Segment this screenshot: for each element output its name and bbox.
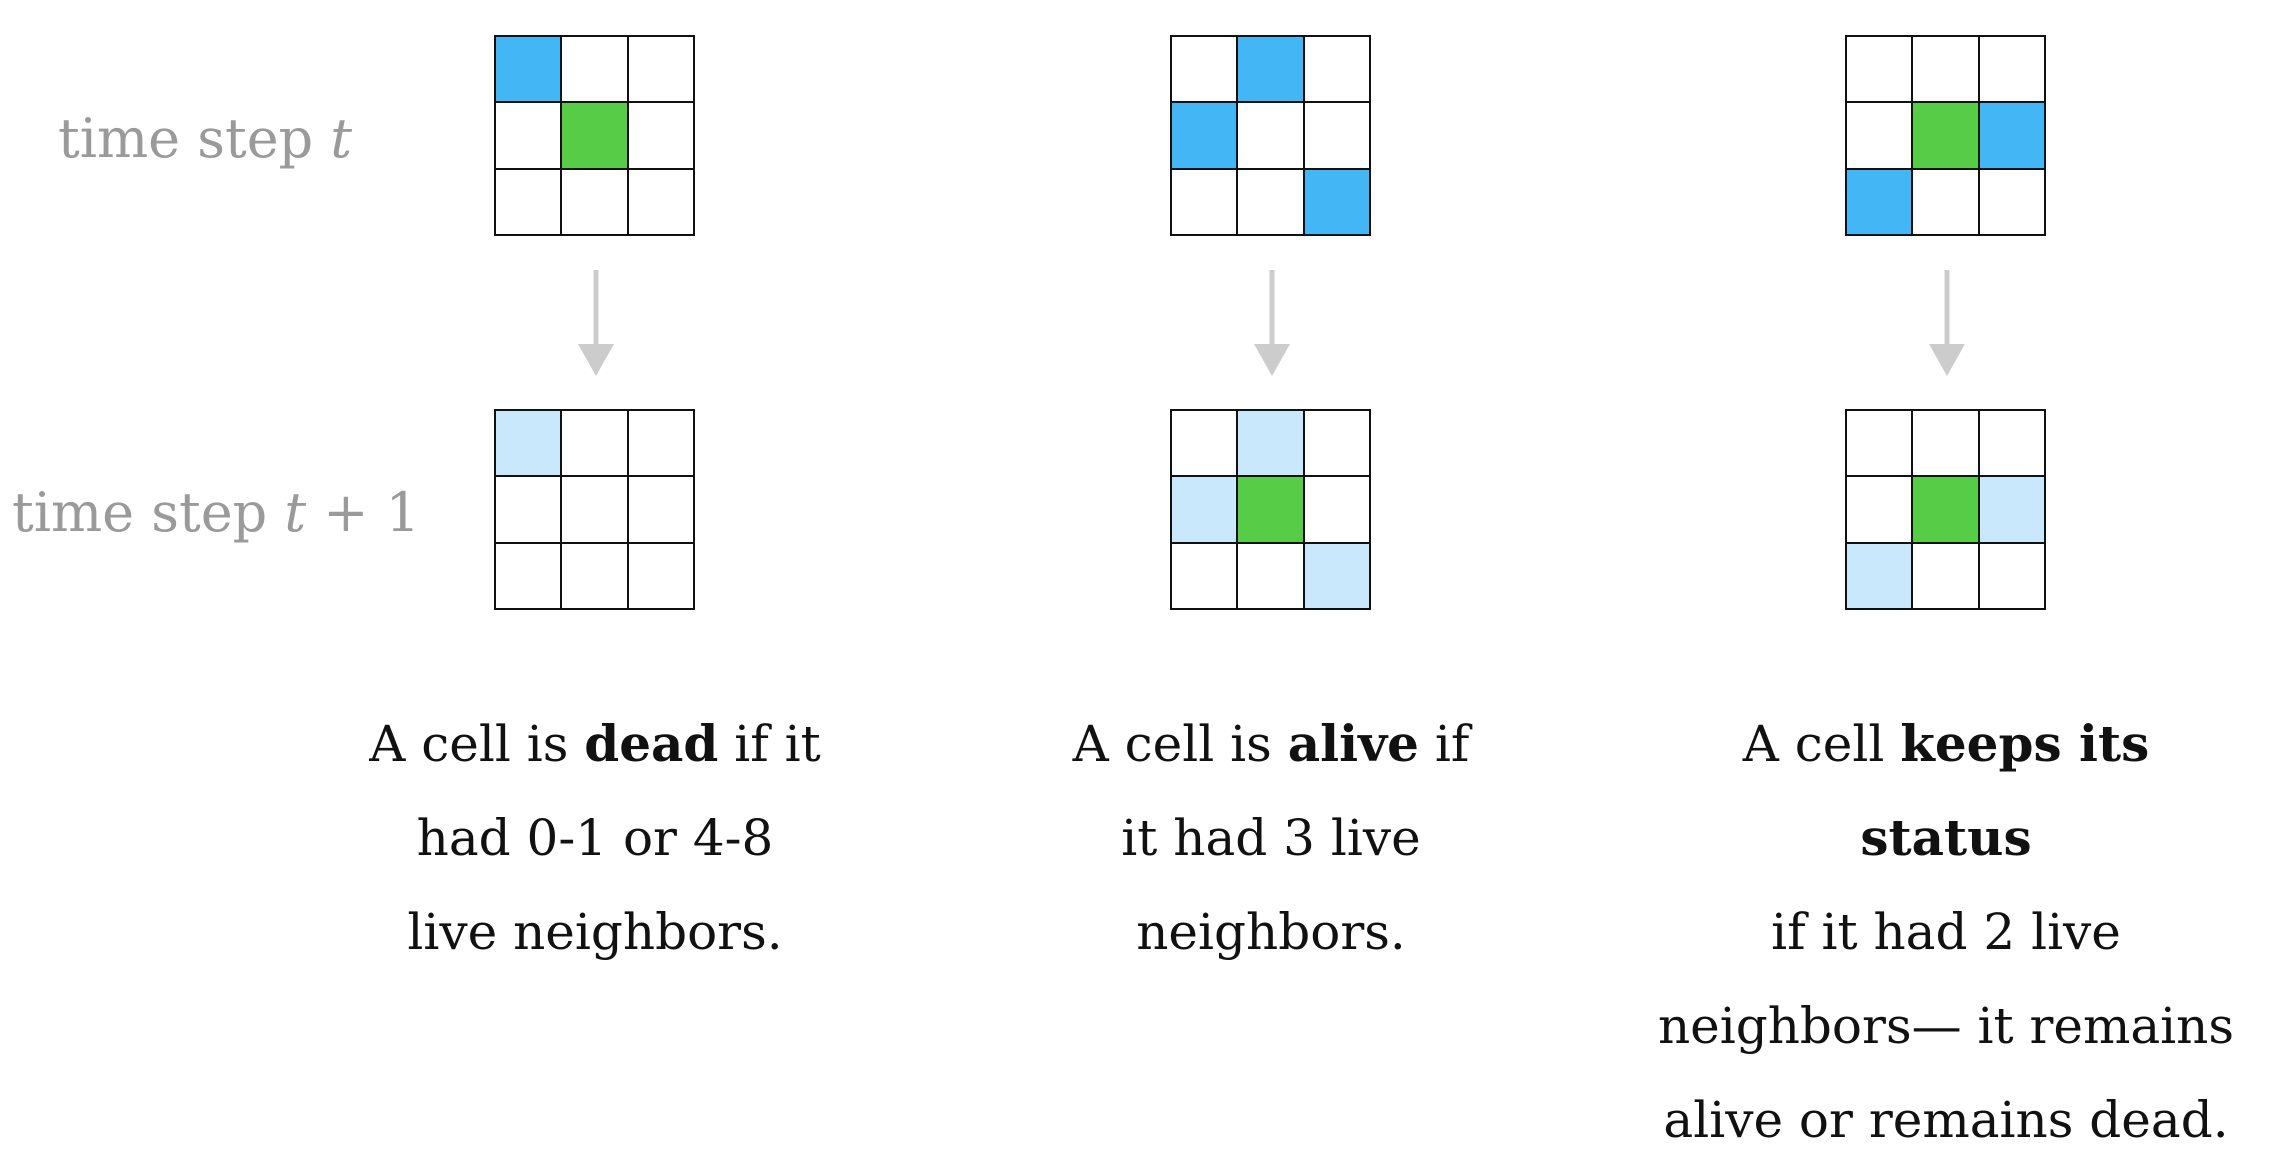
dead-cell	[1172, 169, 1237, 234]
dead-cell	[562, 169, 627, 234]
live-neighbor-cell	[1238, 37, 1303, 102]
dead-cell	[1979, 411, 2044, 476]
row-label-prefix: time step	[12, 481, 285, 544]
dead-cell	[628, 543, 693, 608]
dead-cell	[562, 37, 627, 102]
dead-cell	[1913, 411, 1978, 476]
arrow-down-icon	[1254, 270, 1290, 376]
center-cell	[1913, 477, 1978, 542]
row-label-suffix: + 1	[306, 481, 421, 544]
dead-cell	[1238, 543, 1303, 608]
caption-line: it had 3 live	[1121, 809, 1421, 867]
dead-cell	[1913, 37, 1978, 102]
dead-cell	[1979, 169, 2044, 234]
arrow-down-icon	[1929, 270, 1965, 376]
caption-text: A cell	[1742, 715, 1901, 773]
dead-cell	[1847, 103, 1912, 168]
caption-line: A cell is alive if	[1011, 697, 1531, 791]
center-cell	[1238, 477, 1303, 542]
live-neighbor-cell	[1847, 169, 1912, 234]
row-label-time-step-t-plus-1: time step t + 1	[12, 486, 420, 540]
grid-dead-after	[494, 409, 695, 610]
grid-keeps-before	[1845, 35, 2046, 236]
caption-alive: A cell is alive if it had 3 live neighbo…	[1011, 697, 1531, 979]
row-label-variable: t	[284, 481, 307, 544]
previous-neighbor-cell	[1238, 411, 1303, 476]
dead-cell	[562, 543, 627, 608]
caption-keyword: dead	[584, 714, 719, 773]
dead-cell	[1979, 37, 2044, 102]
dead-cell	[1304, 411, 1369, 476]
grid-alive-before	[1170, 35, 1371, 236]
dead-cell	[628, 37, 693, 102]
previous-neighbor-cell	[1847, 543, 1912, 608]
row-label-variable: t	[330, 107, 353, 170]
caption-line: if it had 2 live	[1771, 903, 2121, 961]
caption-line: live neighbors.	[407, 903, 783, 961]
grid-keeps-after	[1845, 409, 2046, 610]
dead-cell	[1172, 543, 1237, 608]
caption-line: alive or remains dead.	[1663, 1091, 2229, 1149]
dead-cell	[562, 477, 627, 542]
dead-cell	[1304, 477, 1369, 542]
dead-cell	[628, 169, 693, 234]
grid-alive-after	[1170, 409, 1371, 610]
dead-cell	[1238, 103, 1303, 168]
dead-cell	[1172, 411, 1237, 476]
dead-cell	[496, 477, 561, 542]
dead-cell	[1847, 477, 1912, 542]
row-label-prefix: time step	[58, 107, 331, 170]
dead-cell	[1847, 411, 1912, 476]
center-cell	[562, 103, 627, 168]
previous-neighbor-cell	[1172, 477, 1237, 542]
previous-neighbor-cell	[1979, 477, 2044, 542]
caption-line: A cell keeps its status	[1656, 697, 2236, 885]
dead-cell	[628, 411, 693, 476]
dead-cell	[628, 477, 693, 542]
dead-cell	[1304, 37, 1369, 102]
grid-dead-before	[494, 35, 695, 236]
live-neighbor-cell	[1979, 103, 2044, 168]
dead-cell	[562, 411, 627, 476]
center-cell	[1913, 103, 1978, 168]
live-neighbor-cell	[496, 37, 561, 102]
dead-cell	[1238, 169, 1303, 234]
dead-cell	[496, 169, 561, 234]
caption-line: neighbors.	[1136, 903, 1406, 961]
caption-text: if it	[718, 715, 821, 773]
caption-line: neighbors— it remains	[1657, 997, 2235, 1055]
caption-dead: A cell is dead if it had 0-1 or 4-8 live…	[335, 697, 855, 979]
live-neighbor-cell	[1304, 169, 1369, 234]
caption-text: A cell is	[1072, 715, 1288, 773]
row-label-time-step-t: time step t	[58, 112, 352, 166]
caption-line: A cell is dead if it	[335, 697, 855, 791]
arrow-down-icon	[578, 270, 614, 376]
dead-cell	[1913, 543, 1978, 608]
caption-keyword: keeps its status	[1860, 714, 2150, 867]
dead-cell	[1304, 103, 1369, 168]
caption-text: A cell is	[369, 715, 585, 773]
dead-cell	[628, 103, 693, 168]
dead-cell	[1913, 169, 1978, 234]
dead-cell	[1979, 543, 2044, 608]
caption-line: had 0-1 or 4-8	[416, 809, 774, 867]
live-neighbor-cell	[1172, 103, 1237, 168]
caption-keeps-status: A cell keeps its status if it had 2 live…	[1656, 697, 2236, 1167]
dead-cell	[496, 543, 561, 608]
previous-neighbor-cell	[1304, 543, 1369, 608]
previous-neighbor-cell	[496, 411, 561, 476]
caption-keyword: alive	[1287, 714, 1419, 773]
caption-text: if	[1418, 715, 1470, 773]
dead-cell	[1847, 37, 1912, 102]
dead-cell	[1172, 37, 1237, 102]
dead-cell	[496, 103, 561, 168]
